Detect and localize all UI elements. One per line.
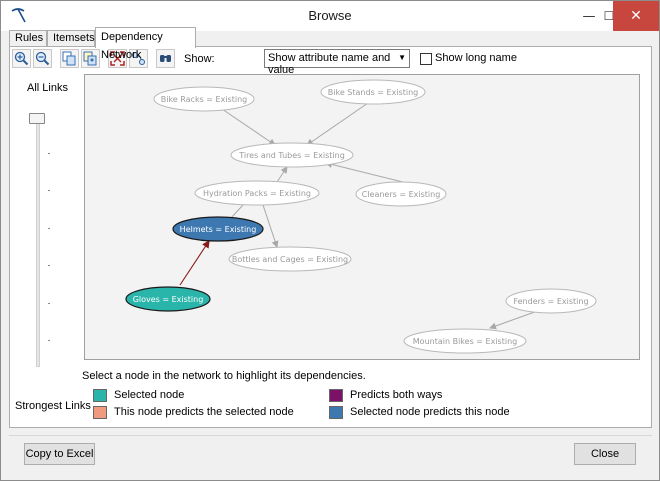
zoom-in-button[interactable] bbox=[12, 49, 31, 68]
node-label: Helmets = Existing bbox=[180, 225, 257, 234]
footer-separator bbox=[9, 435, 652, 436]
legend-swatch bbox=[93, 406, 107, 419]
slider-tick bbox=[48, 228, 50, 229]
legend-label: Selected node bbox=[114, 389, 185, 401]
node-cleaners[interactable]: Cleaners = Existing bbox=[355, 181, 447, 207]
layout-icon bbox=[132, 52, 145, 65]
zoom-in-icon bbox=[14, 51, 29, 66]
zoom-out-button[interactable] bbox=[33, 49, 52, 68]
node-label: Bike Stands = Existing bbox=[328, 88, 418, 97]
legend-swatch bbox=[329, 389, 343, 402]
edge-cleaners-to-tires bbox=[325, 161, 416, 186]
minimize-button[interactable]: — bbox=[582, 8, 596, 24]
slider-tick bbox=[48, 340, 50, 341]
slider-tick bbox=[48, 303, 50, 304]
close-window-button[interactable]: ✕ bbox=[613, 1, 659, 31]
legend-label: Selected node predicts this node bbox=[350, 406, 510, 418]
copy-to-excel-button[interactable]: Copy to Excel bbox=[24, 443, 95, 465]
node-fenders[interactable]: Fenders = Existing bbox=[505, 288, 597, 314]
node-helmets[interactable]: Helmets = Existing bbox=[172, 216, 264, 242]
legend-swatch bbox=[93, 389, 107, 402]
copy-graph-button[interactable] bbox=[81, 49, 100, 68]
network-hint-text: Select a node in the network to highligh… bbox=[82, 370, 366, 382]
node-label: Bottles and Cages = Existing bbox=[232, 255, 348, 264]
node-bottles-and-cages[interactable]: Bottles and Cages = Existing bbox=[228, 246, 352, 272]
tab-dependency-network[interactable]: Dependency Network bbox=[95, 27, 196, 61]
all-links-label: All Links bbox=[27, 82, 68, 94]
close-button[interactable]: Close bbox=[574, 443, 636, 465]
network-graph: Bike Racks = Existing Bike Stands = Exis… bbox=[125, 79, 597, 354]
slider-tick bbox=[48, 265, 50, 266]
zoom-out-icon bbox=[35, 51, 50, 66]
tab-itemsets[interactable]: Itemsets bbox=[47, 30, 95, 47]
maximize-button[interactable]: ☐ bbox=[603, 9, 615, 23]
pickaxe-icon bbox=[11, 8, 26, 23]
title-bar: Browse — ☐ ✕ bbox=[1, 1, 659, 31]
find-node-icon bbox=[160, 55, 171, 62]
node-label: Tires and Tubes = Existing bbox=[238, 151, 345, 160]
find-node-button[interactable] bbox=[156, 49, 175, 68]
fit-to-window-icon bbox=[110, 51, 125, 66]
edge-bike-stands-to-tires bbox=[306, 102, 369, 146]
show-label: Show: bbox=[184, 53, 215, 65]
node-tires-and-tubes[interactable]: Tires and Tubes = Existing bbox=[230, 142, 354, 168]
slider-tick bbox=[48, 190, 50, 191]
legend-label: This node predicts the selected node bbox=[114, 406, 294, 418]
link-strength-slider-thumb[interactable] bbox=[29, 113, 45, 124]
node-label: Gloves = Existing bbox=[133, 295, 204, 304]
node-mountain-bikes[interactable]: Mountain Bikes = Existing bbox=[403, 328, 527, 354]
legend-swatch bbox=[329, 406, 343, 419]
edge-helmets-to-hydration bbox=[229, 204, 244, 220]
show-long-name-checkbox[interactable] bbox=[420, 53, 432, 65]
strongest-links-label: Strongest Links bbox=[15, 400, 91, 412]
slider-tick bbox=[48, 153, 50, 154]
tab-rules[interactable]: Rules bbox=[9, 30, 47, 47]
edge-gloves-to-helmets bbox=[179, 240, 210, 286]
copy-graph-icon bbox=[83, 51, 97, 66]
edge-hydration-to-bottles bbox=[262, 204, 279, 248]
copy-icon bbox=[62, 51, 76, 66]
node-gloves[interactable]: Gloves = Existing bbox=[125, 286, 211, 312]
window-title: Browse bbox=[308, 8, 352, 23]
node-label: Hydration Packs = Existing bbox=[203, 189, 311, 198]
link-strength-slider-track[interactable] bbox=[36, 114, 40, 367]
node-bike-stands[interactable]: Bike Stands = Existing bbox=[320, 79, 426, 105]
node-bike-racks[interactable]: Bike Racks = Existing bbox=[153, 86, 255, 112]
dependency-network-canvas[interactable]: Bike Racks = Existing Bike Stands = Exis… bbox=[84, 74, 640, 360]
layout-button[interactable] bbox=[129, 49, 148, 68]
node-hydration-packs[interactable]: Hydration Packs = Existing bbox=[194, 180, 320, 206]
node-label: Mountain Bikes = Existing bbox=[413, 337, 517, 346]
node-label: Cleaners = Existing bbox=[362, 190, 441, 199]
chevron-down-icon: ▼ bbox=[398, 53, 406, 62]
show-long-name-label: Show long name bbox=[435, 52, 517, 64]
show-select[interactable]: Show attribute name and value ▼ bbox=[264, 49, 410, 76]
copy-button[interactable] bbox=[60, 49, 79, 68]
legend-label: Predicts both ways bbox=[350, 389, 443, 401]
edge-bike-racks-to-tires bbox=[221, 108, 276, 146]
node-label: Fenders = Existing bbox=[513, 297, 588, 306]
show-select-value: Show attribute name and value bbox=[268, 52, 391, 76]
node-label: Bike Racks = Existing bbox=[161, 95, 247, 104]
fit-to-window-button[interactable] bbox=[108, 49, 127, 68]
